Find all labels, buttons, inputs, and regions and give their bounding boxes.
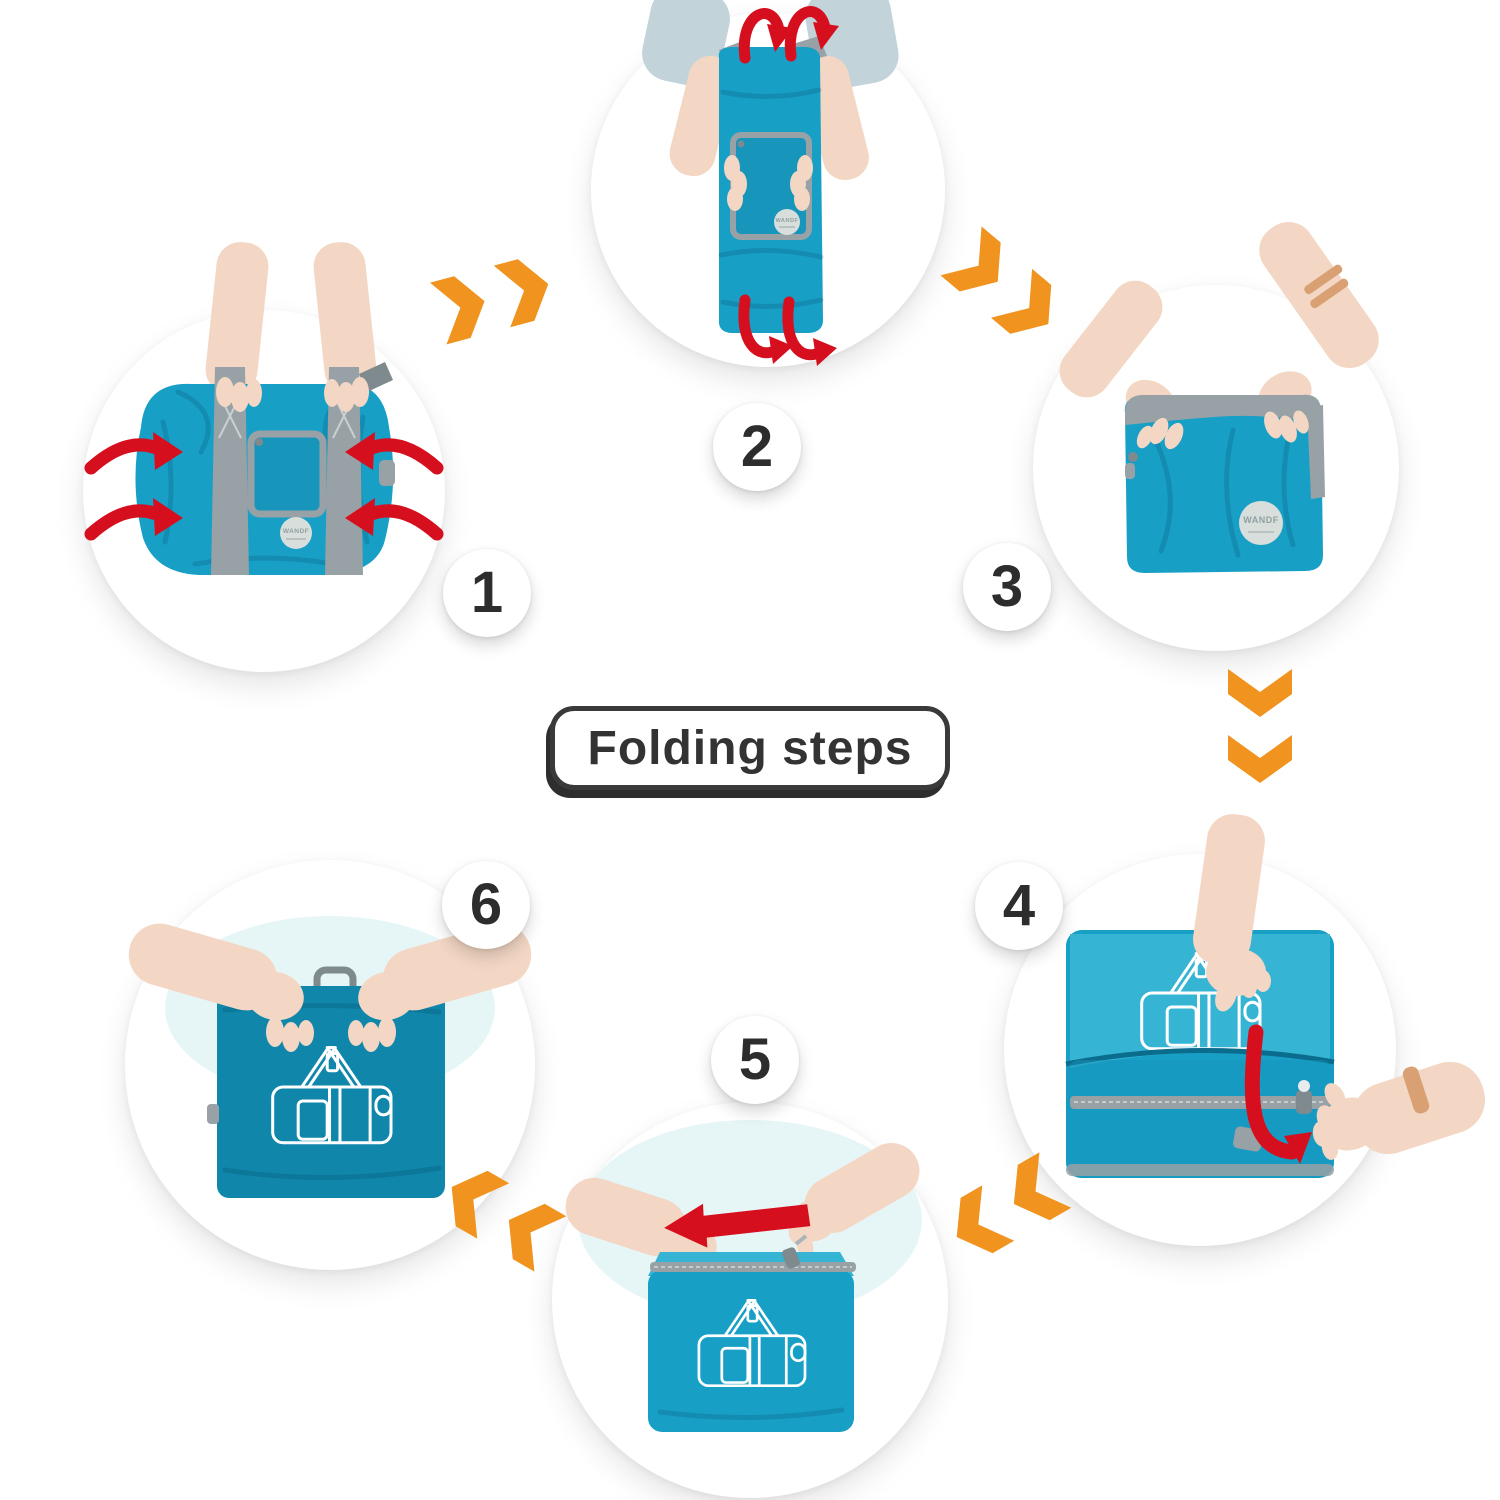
- right-fingers: [790, 155, 813, 211]
- flow-chevrons-4-5-icon: [940, 1152, 1072, 1265]
- step-3-number-badge: 3: [963, 543, 1051, 631]
- flow-chevrons-3-4-icon: [1228, 669, 1292, 783]
- zip-arrow-icon: [664, 1203, 811, 1248]
- side-trim: [1307, 405, 1325, 499]
- fold-arrows-top-icon: [738, 6, 839, 64]
- right-arm: [313, 242, 377, 394]
- folded-pouch: [648, 1234, 856, 1432]
- bottom-trim: [1066, 1164, 1334, 1176]
- brand-logo: WANDF: [280, 517, 312, 549]
- right-fingers: [324, 377, 369, 412]
- left-hand: [128, 923, 314, 1052]
- step-1-illustration: WANDF: [83, 242, 445, 575]
- flow-chevrons-2-3-icon: [940, 226, 1069, 349]
- svg-text:WANDF: WANDF: [1243, 515, 1279, 525]
- zipper-pull: [1125, 452, 1138, 479]
- step-4-number-badge: 4: [975, 862, 1063, 950]
- step-number: 3: [990, 554, 1024, 619]
- step-1: WANDF: [83, 242, 445, 672]
- bracelet: [1304, 264, 1349, 309]
- side-zipper: [379, 460, 395, 486]
- right-fingers: [1264, 410, 1309, 443]
- tuck-arrow-icon: [1244, 1024, 1312, 1164]
- step-3-illustration: WANDF: [1059, 221, 1379, 573]
- step-5-illustration: [565, 1120, 922, 1432]
- step-number: 5: [738, 1027, 772, 1092]
- step-3: WANDF: [1033, 221, 1399, 651]
- left-arm: [205, 242, 269, 394]
- page-title: Folding steps: [587, 721, 913, 775]
- left-strap: [211, 367, 249, 575]
- left-fingers: [724, 155, 747, 211]
- front-pocket: [247, 430, 327, 518]
- pocket-opening: [1065, 1047, 1335, 1067]
- step-number: 6: [469, 872, 503, 937]
- step-6-number-badge: 6: [442, 861, 530, 949]
- step-number: 4: [1002, 873, 1036, 938]
- zip-tab: [207, 1104, 219, 1124]
- right-hand: [1312, 1061, 1486, 1160]
- fold-arrows-bottom-icon: [738, 294, 837, 366]
- step-6-illustration: [128, 916, 532, 1198]
- step-2-number-badge: 2: [713, 403, 801, 491]
- pouch-being-tucked: [1065, 930, 1335, 1178]
- top-trim: [1125, 394, 1321, 425]
- flow-chevrons-5-6-icon: [435, 1159, 567, 1272]
- step-5-number-badge: 5: [711, 1016, 799, 1104]
- top-hand: [1193, 814, 1271, 1012]
- step-2-illustration: WANDF: [642, 0, 899, 366]
- svg-text:WANDF: WANDF: [283, 528, 309, 535]
- left-arm: [642, 0, 735, 177]
- step-4-illustration: [1065, 814, 1486, 1178]
- brand-logo: WANDF: [774, 209, 800, 235]
- step-number: 1: [470, 560, 504, 625]
- svg-text:WANDF: WANDF: [776, 218, 799, 224]
- step-number: 2: [740, 414, 774, 479]
- left-fingers: [216, 377, 262, 412]
- step-1-number-badge: 1: [443, 549, 531, 637]
- step-2: WANDF: [591, 0, 945, 367]
- title-box: Folding steps: [550, 706, 950, 790]
- zipper-slider: [1296, 1080, 1312, 1114]
- brand-logo: WANDF: [1239, 501, 1283, 545]
- step-5: [552, 1102, 948, 1498]
- flow-chevrons-1-2-icon: [429, 253, 557, 345]
- step-4: [1004, 814, 1486, 1246]
- left-fingers: [1136, 417, 1184, 450]
- watch: [1402, 1066, 1430, 1114]
- zipper-pull: [782, 1234, 808, 1269]
